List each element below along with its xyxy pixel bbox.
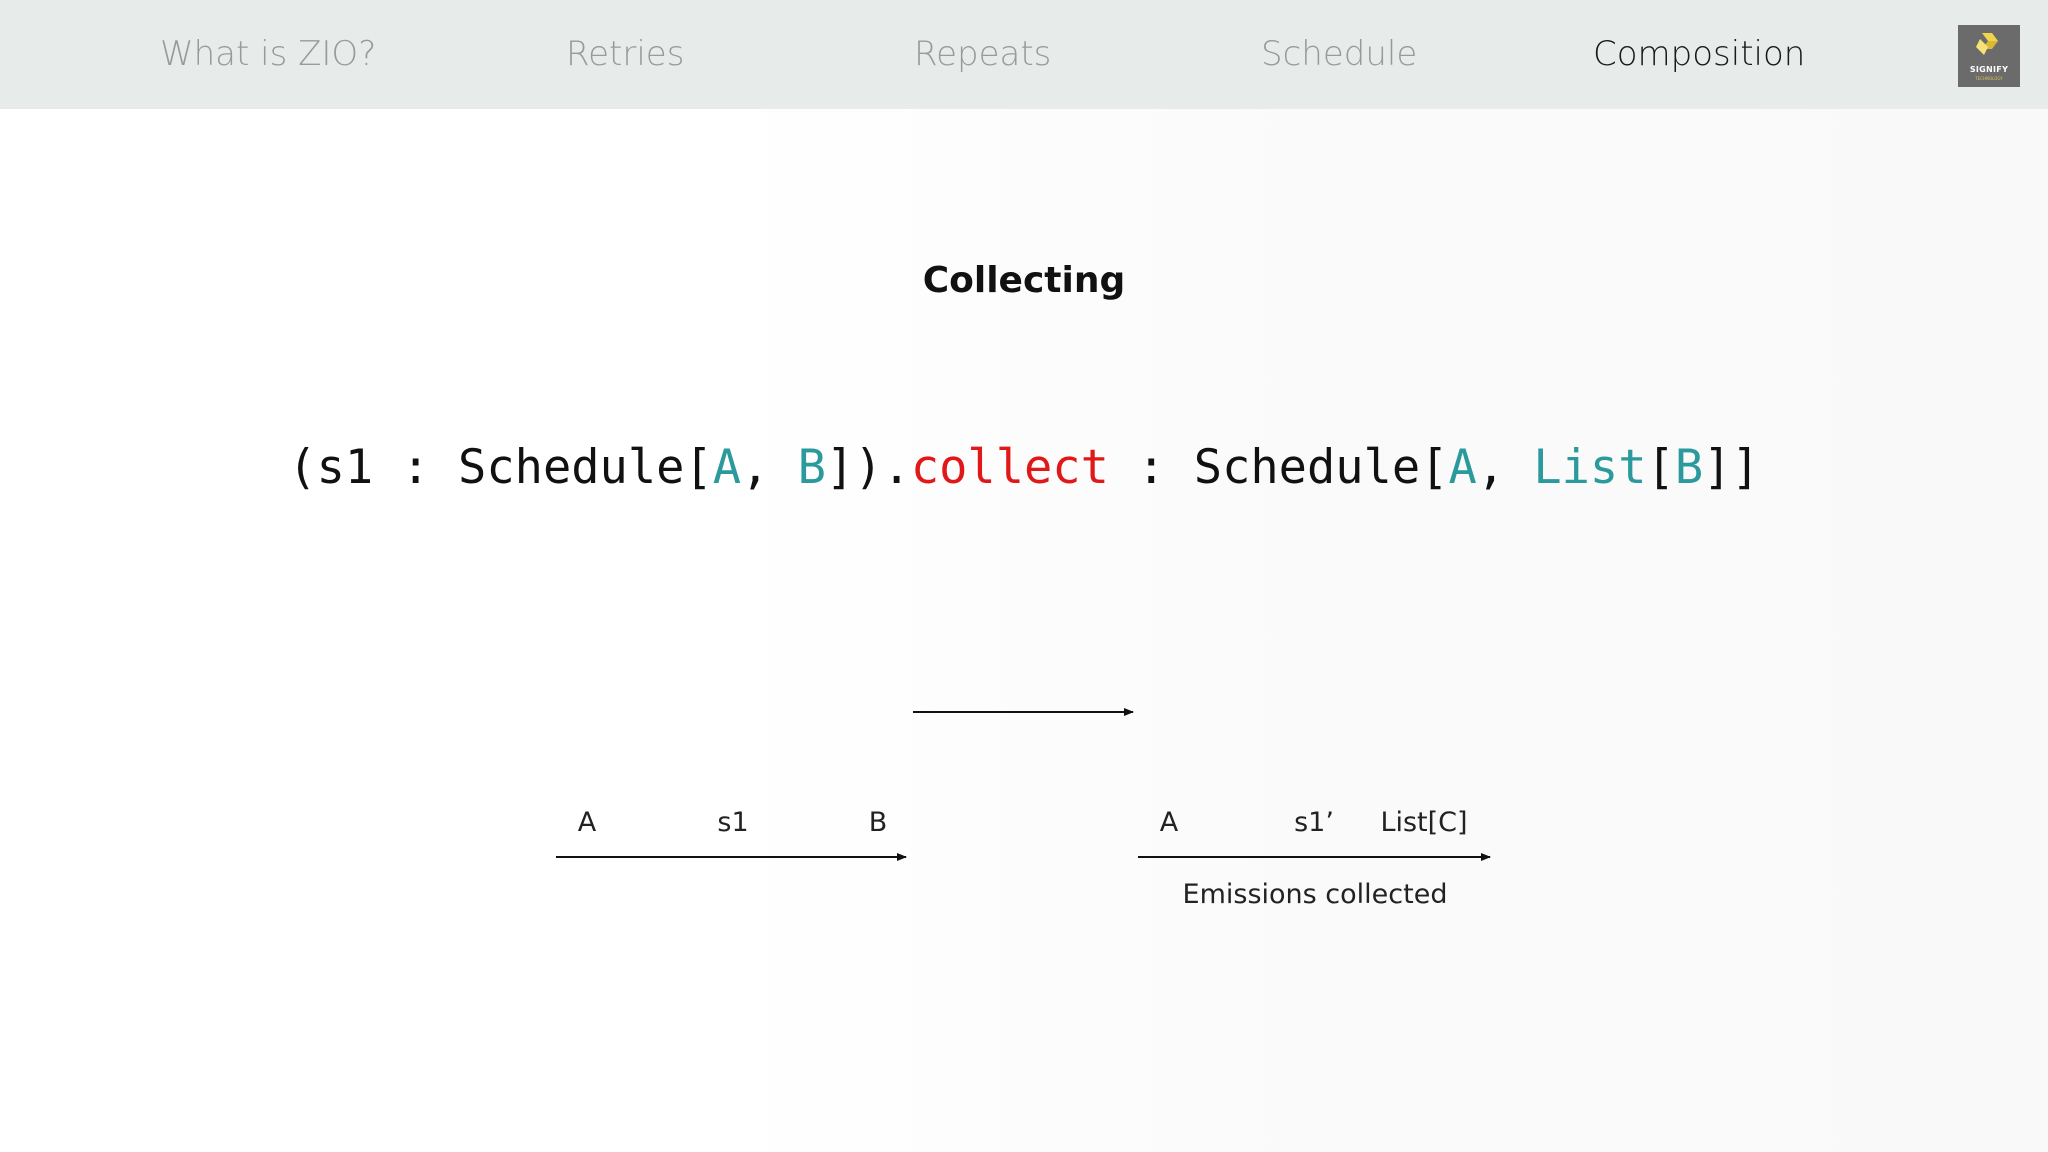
nav-tab-schedule[interactable]: Schedule	[1261, 34, 1418, 74]
right-input-label: A	[1160, 807, 1179, 838]
code-method-collect: collect	[910, 440, 1109, 495]
logo-text: SIGNIFY	[1969, 65, 2009, 74]
left-input-label: A	[578, 807, 597, 838]
slide-title: Collecting	[922, 260, 1126, 301]
code-return-prefix: : Schedule[	[1108, 440, 1449, 495]
code-type-b: B	[797, 440, 826, 495]
nav-tab-composition[interactable]: Composition	[1593, 34, 1806, 74]
code-comma: ,	[741, 440, 798, 495]
logo-subtext: TECHNOLOGY	[1975, 76, 2003, 81]
left-output-label: B	[869, 807, 888, 838]
code-mid: ]).	[825, 440, 911, 495]
code-comma-2: ,	[1476, 440, 1534, 495]
code-open: (s1 : Schedule[	[288, 440, 713, 495]
code-type-a: A	[712, 440, 742, 495]
right-caption: Emissions collected	[1183, 879, 1448, 910]
right-schedule-label: s1’	[1294, 807, 1334, 838]
code-return-type-b: B	[1674, 440, 1704, 495]
nav-tab-retries[interactable]: Retries	[566, 34, 685, 74]
nav-tab-repeats[interactable]: Repeats	[914, 34, 1052, 74]
code-signature: (s1 : Schedule[A, B]).collect : Schedule…	[0, 440, 2048, 495]
code-close: ]]	[1703, 440, 1760, 495]
signify-logo-icon	[1976, 33, 1998, 55]
code-list-type: List	[1533, 440, 1647, 495]
right-output-label: List[C]	[1380, 807, 1467, 838]
nav-tab-what-is-zio[interactable]: What is ZIO?	[160, 34, 377, 74]
top-navigation-bar: What is ZIO? Retries Repeats Schedule Co…	[0, 0, 2048, 109]
left-schedule-label: s1	[717, 807, 748, 838]
signify-logo: SIGNIFY TECHNOLOGY	[1958, 25, 2020, 87]
code-return-type-a: A	[1448, 440, 1477, 495]
code-bracket: [	[1646, 440, 1675, 495]
